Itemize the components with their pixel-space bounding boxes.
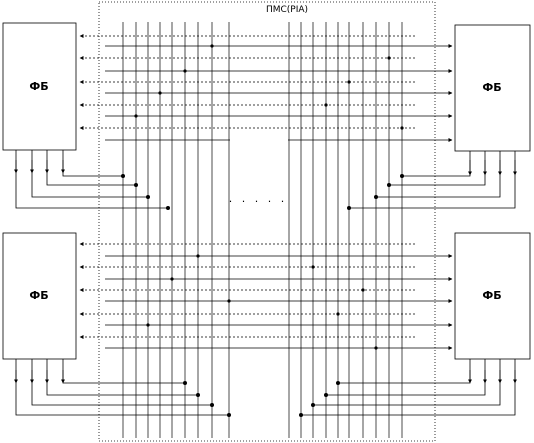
switch-dot (158, 91, 162, 95)
switch-dot (400, 126, 404, 130)
junction-dot (324, 393, 328, 397)
switch-dot (374, 346, 378, 350)
junction-dot (400, 174, 404, 178)
switch-dot (170, 277, 174, 281)
junction-dot (311, 403, 315, 407)
function-block-label: ФБ (482, 289, 501, 302)
switch-dot (183, 69, 187, 73)
function-block-label: ФБ (29, 80, 48, 93)
output-feed (31, 160, 148, 198)
output-feed (338, 370, 471, 384)
vertical-routing-lines (122, 22, 403, 438)
output-feed (31, 370, 212, 406)
output-feed (46, 370, 198, 396)
junction-dots (121, 44, 404, 417)
output-feed (402, 160, 471, 177)
junction-dot (146, 195, 150, 199)
output-feed (313, 370, 501, 406)
switch-dot (210, 44, 214, 48)
switch-dot (347, 80, 351, 84)
switch-dot (146, 323, 150, 327)
switch-dot (196, 254, 200, 258)
junction-dot (183, 381, 187, 385)
function-block-top-left: ФБ (2, 22, 77, 151)
output-feed (62, 160, 123, 177)
junction-dot (196, 393, 200, 397)
junction-dot (166, 206, 170, 210)
output-feed (349, 160, 516, 209)
function-block-label: ФБ (29, 289, 48, 302)
block-output-connections (14, 150, 517, 416)
switch-dot (387, 56, 391, 60)
output-feed (46, 160, 136, 186)
junction-dot (336, 381, 340, 385)
switch-dot (324, 103, 328, 107)
function-block-label: ФБ (482, 81, 501, 94)
junction-dot (134, 183, 138, 187)
junction-dot (299, 413, 303, 417)
switch-dot (361, 288, 365, 292)
central-gap (230, 135, 288, 235)
junction-dot (227, 413, 231, 417)
output-feed (376, 160, 501, 198)
output-feed (326, 370, 486, 396)
switch-dot (311, 265, 315, 269)
pmc-title: ПМС(PIA) (266, 5, 308, 15)
switch-dot (134, 114, 138, 118)
junction-dot (387, 183, 391, 187)
function-block-bottom-left: ФБ (2, 232, 77, 360)
output-feed (301, 370, 516, 416)
output-feed (15, 160, 168, 209)
junction-dot (347, 206, 351, 210)
function-block-top-right: ФБ (454, 24, 531, 152)
output-feed (389, 160, 486, 186)
switch-dot (227, 299, 231, 303)
pmc-region (98, 1, 436, 442)
output-feed (62, 370, 185, 384)
ellipsis-text: . . . . . (229, 192, 287, 205)
switch-dot (336, 312, 340, 316)
output-feed (15, 370, 229, 416)
junction-dot (374, 195, 378, 199)
junction-dot (210, 403, 214, 407)
function-block-bottom-right: ФБ (454, 232, 531, 360)
junction-dot (121, 174, 125, 178)
